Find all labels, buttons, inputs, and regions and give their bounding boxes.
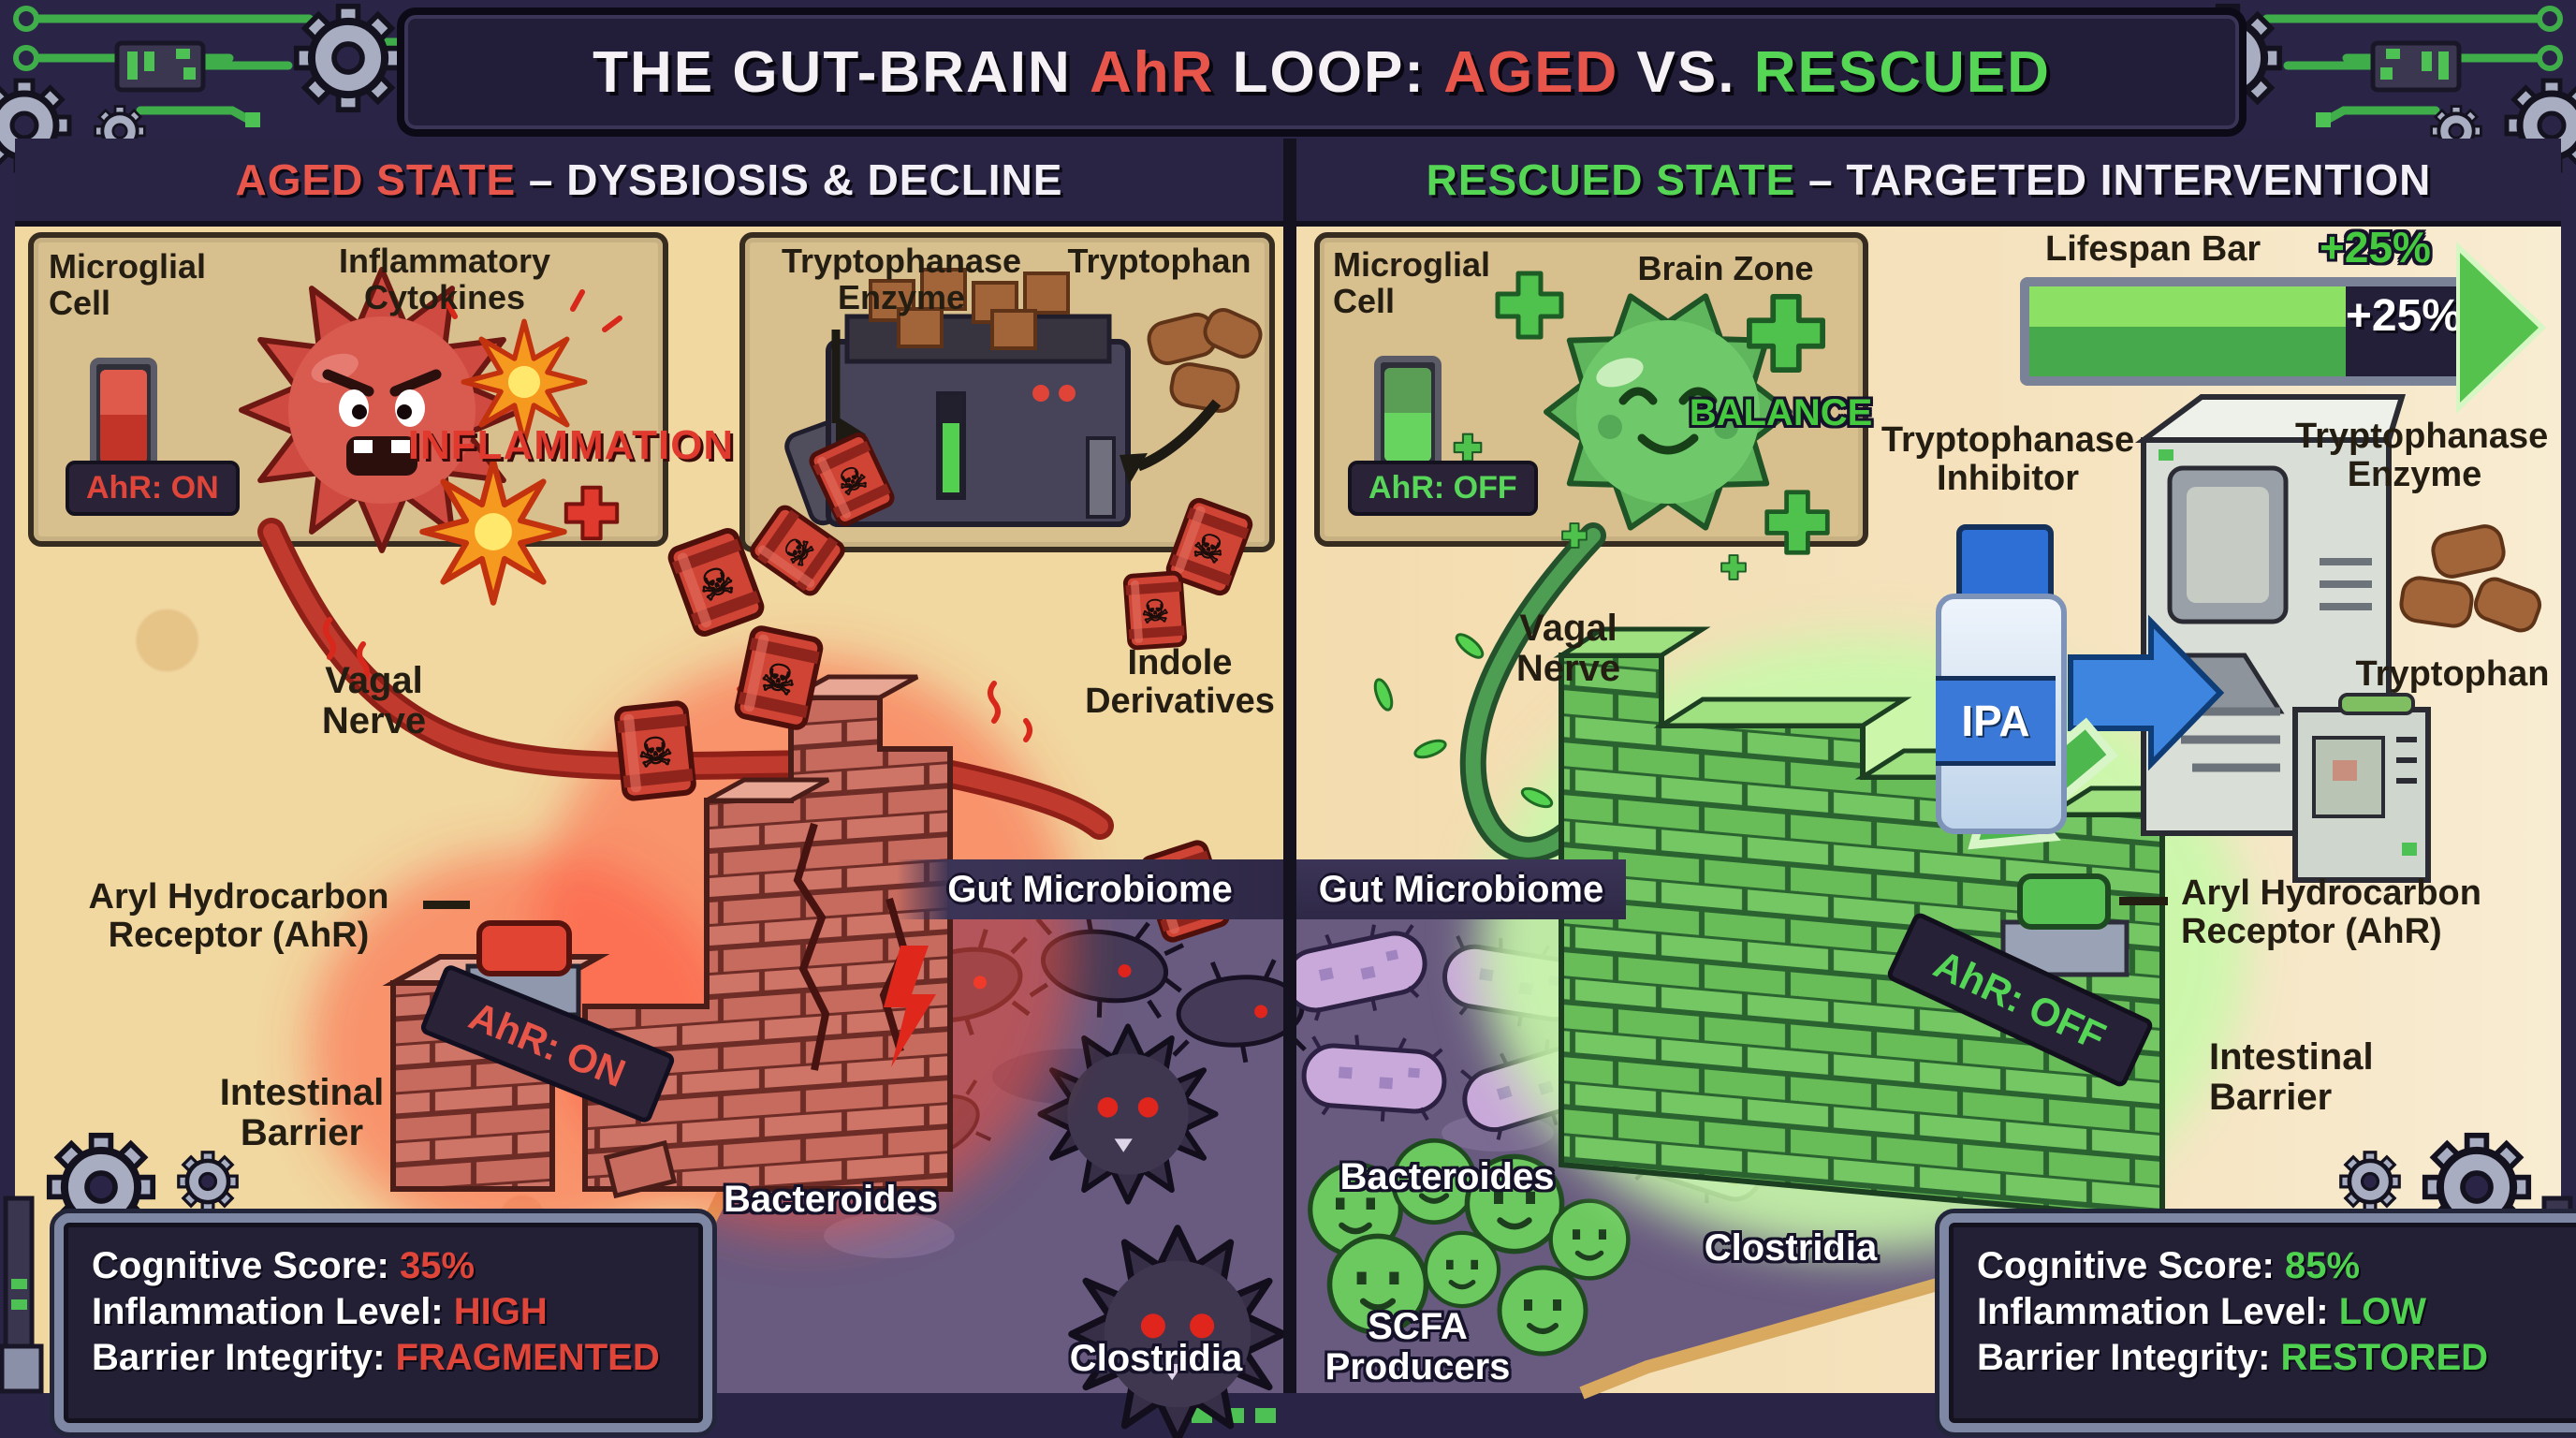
aged-ahr-badge: AhR: ON bbox=[66, 461, 240, 516]
aged-bacteroides-label: Bacteroides bbox=[724, 1179, 938, 1220]
rescued-bacteroides-label: Bacteroides bbox=[1339, 1156, 1555, 1197]
ahr-toggle-on bbox=[90, 358, 157, 476]
aged-header: AGED STATE – DYSBIOSIS & DECLINE bbox=[15, 139, 1283, 227]
aged-tryptophan-label: Tryptophan bbox=[1067, 242, 1251, 280]
title-bar: THE GUT-BRAIN AhR LOOP: AGED VS. RESCUED bbox=[397, 7, 2247, 137]
aged-enzyme-label: Tryptophanase Enzyme bbox=[781, 242, 1022, 316]
rescued-tryptophan-label: Tryptophan bbox=[2355, 654, 2550, 694]
stat-label: Barrier Integrity: bbox=[92, 1336, 396, 1378]
stat-value: 35% bbox=[399, 1245, 476, 1286]
rescued-header-accent: RESCUED STATE bbox=[1426, 155, 1796, 204]
rescued-enzyme-label: Tryptophanase Enzyme bbox=[2295, 417, 2549, 495]
aged-barrier-label: Intestinal Barrier bbox=[219, 1072, 385, 1154]
lifespan-bar: +25% bbox=[2020, 277, 2479, 386]
rescued-header-rest: – TARGETED INTERVENTION bbox=[1795, 155, 2432, 204]
lifespan-arrow-icon bbox=[2460, 253, 2539, 403]
panel-divider bbox=[1283, 139, 1296, 1393]
stat-value: FRAGMENTED bbox=[395, 1336, 660, 1378]
stat-label: Inflammation Level: bbox=[92, 1290, 454, 1332]
lifespan-bar-label: Lifespan Bar bbox=[2045, 229, 2261, 269]
rescued-clostridia-label: Clostridia bbox=[1704, 1227, 1878, 1269]
title-part: VS. bbox=[1618, 39, 1754, 105]
rescued-header: RESCUED STATE – TARGETED INTERVENTION bbox=[1296, 139, 2561, 227]
title-part: LOOP: bbox=[1214, 39, 1444, 105]
rescued-inflammation-row: Inflammation Level: LOW bbox=[1977, 1289, 2573, 1335]
indole-derivatives-label: Indole Derivatives bbox=[1085, 643, 1275, 722]
inhibitor-label: Tryptophanase Inhibitor bbox=[1881, 420, 2135, 499]
aged-vagal-label: Vagal Nerve bbox=[321, 660, 427, 742]
rescued-gut-band: Gut Microbiome bbox=[1296, 859, 1626, 919]
aged-header-accent: AGED STATE bbox=[235, 155, 517, 204]
aged-barrier-row: Barrier Integrity: FRAGMENTED bbox=[92, 1335, 679, 1381]
aged-gut-band-label: Gut Microbiome bbox=[947, 868, 1233, 910]
rescued-barrier-label: Intestinal Barrier bbox=[2209, 1036, 2374, 1119]
ahr-toggle-off bbox=[1374, 356, 1442, 474]
aged-header-rest: – DYSBIOSIS & DECLINE bbox=[516, 155, 1063, 204]
ipa-bottle-band: IPA bbox=[1936, 676, 2056, 766]
circuit-bottom-center-icon bbox=[1192, 1408, 1276, 1423]
rescued-ahr-badge: AhR: OFF bbox=[1348, 461, 1538, 516]
rescued-microglial-label: Microglial Cell bbox=[1333, 245, 1491, 320]
inflammation-label: INFLAMMATION bbox=[407, 422, 735, 468]
title-rescued: RESCUED bbox=[1753, 39, 2051, 105]
stat-label: Cognitive Score: bbox=[1977, 1245, 2285, 1286]
aged-cytokines-label: Inflammatory Cytokines bbox=[338, 242, 551, 316]
aged-receptor-label: Aryl Hydrocarbon Receptor (AhR) bbox=[88, 877, 389, 956]
aged-cognitive-row: Cognitive Score: 35% bbox=[92, 1243, 679, 1289]
stat-label: Cognitive Score: bbox=[92, 1245, 400, 1286]
balance-label: BALANCE bbox=[1689, 392, 1873, 433]
scfa-producers-label: SCFA Producers bbox=[1325, 1306, 1511, 1388]
lifespan-bar-fill bbox=[2029, 286, 2347, 376]
receptor-pointer-line bbox=[423, 901, 470, 909]
stat-value: HIGH bbox=[453, 1290, 548, 1332]
rescued-receptor-label: Aryl Hydrocarbon Receptor (AhR) bbox=[2181, 873, 2481, 952]
aged-microglial-label: Microglial Cell bbox=[49, 247, 207, 322]
receptor-pointer-line bbox=[2119, 897, 2168, 905]
ipa-label: IPA bbox=[1961, 697, 2030, 745]
rescued-stats-box: Cognitive Score: 85% Inflammation Level:… bbox=[1935, 1209, 2576, 1437]
aged-stats-box: Cognitive Score: 35% Inflammation Level:… bbox=[50, 1209, 717, 1437]
aged-inflammation-row: Inflammation Level: HIGH bbox=[92, 1289, 679, 1335]
rescued-barrier-row: Barrier Integrity: RESTORED bbox=[1977, 1335, 2573, 1381]
rescued-vagal-label: Vagal Nerve bbox=[1515, 608, 1621, 690]
lifespan-bar-value: +25% bbox=[2345, 291, 2462, 341]
title-ahr: AhR bbox=[1089, 39, 1215, 105]
stat-value: LOW bbox=[2338, 1290, 2427, 1332]
stat-value: RESTORED bbox=[2280, 1336, 2489, 1378]
brain-zone-label: Brain Zone bbox=[1637, 249, 1814, 287]
rescued-cognitive-row: Cognitive Score: 85% bbox=[1977, 1243, 2573, 1289]
aged-gut-band: Gut Microbiome bbox=[897, 859, 1283, 919]
title-aged: AGED bbox=[1443, 39, 1619, 105]
stat-label: Inflammation Level: bbox=[1977, 1290, 2339, 1332]
rescued-gut-band-label: Gut Microbiome bbox=[1318, 868, 1604, 910]
lifespan-gain-label: +25% bbox=[2320, 223, 2431, 271]
aged-clostridia-label: Clostridia bbox=[1069, 1338, 1243, 1379]
stat-value: 85% bbox=[2284, 1245, 2361, 1286]
stat-label: Barrier Integrity: bbox=[1977, 1336, 2281, 1378]
title-part: THE GUT-BRAIN bbox=[593, 39, 1090, 105]
